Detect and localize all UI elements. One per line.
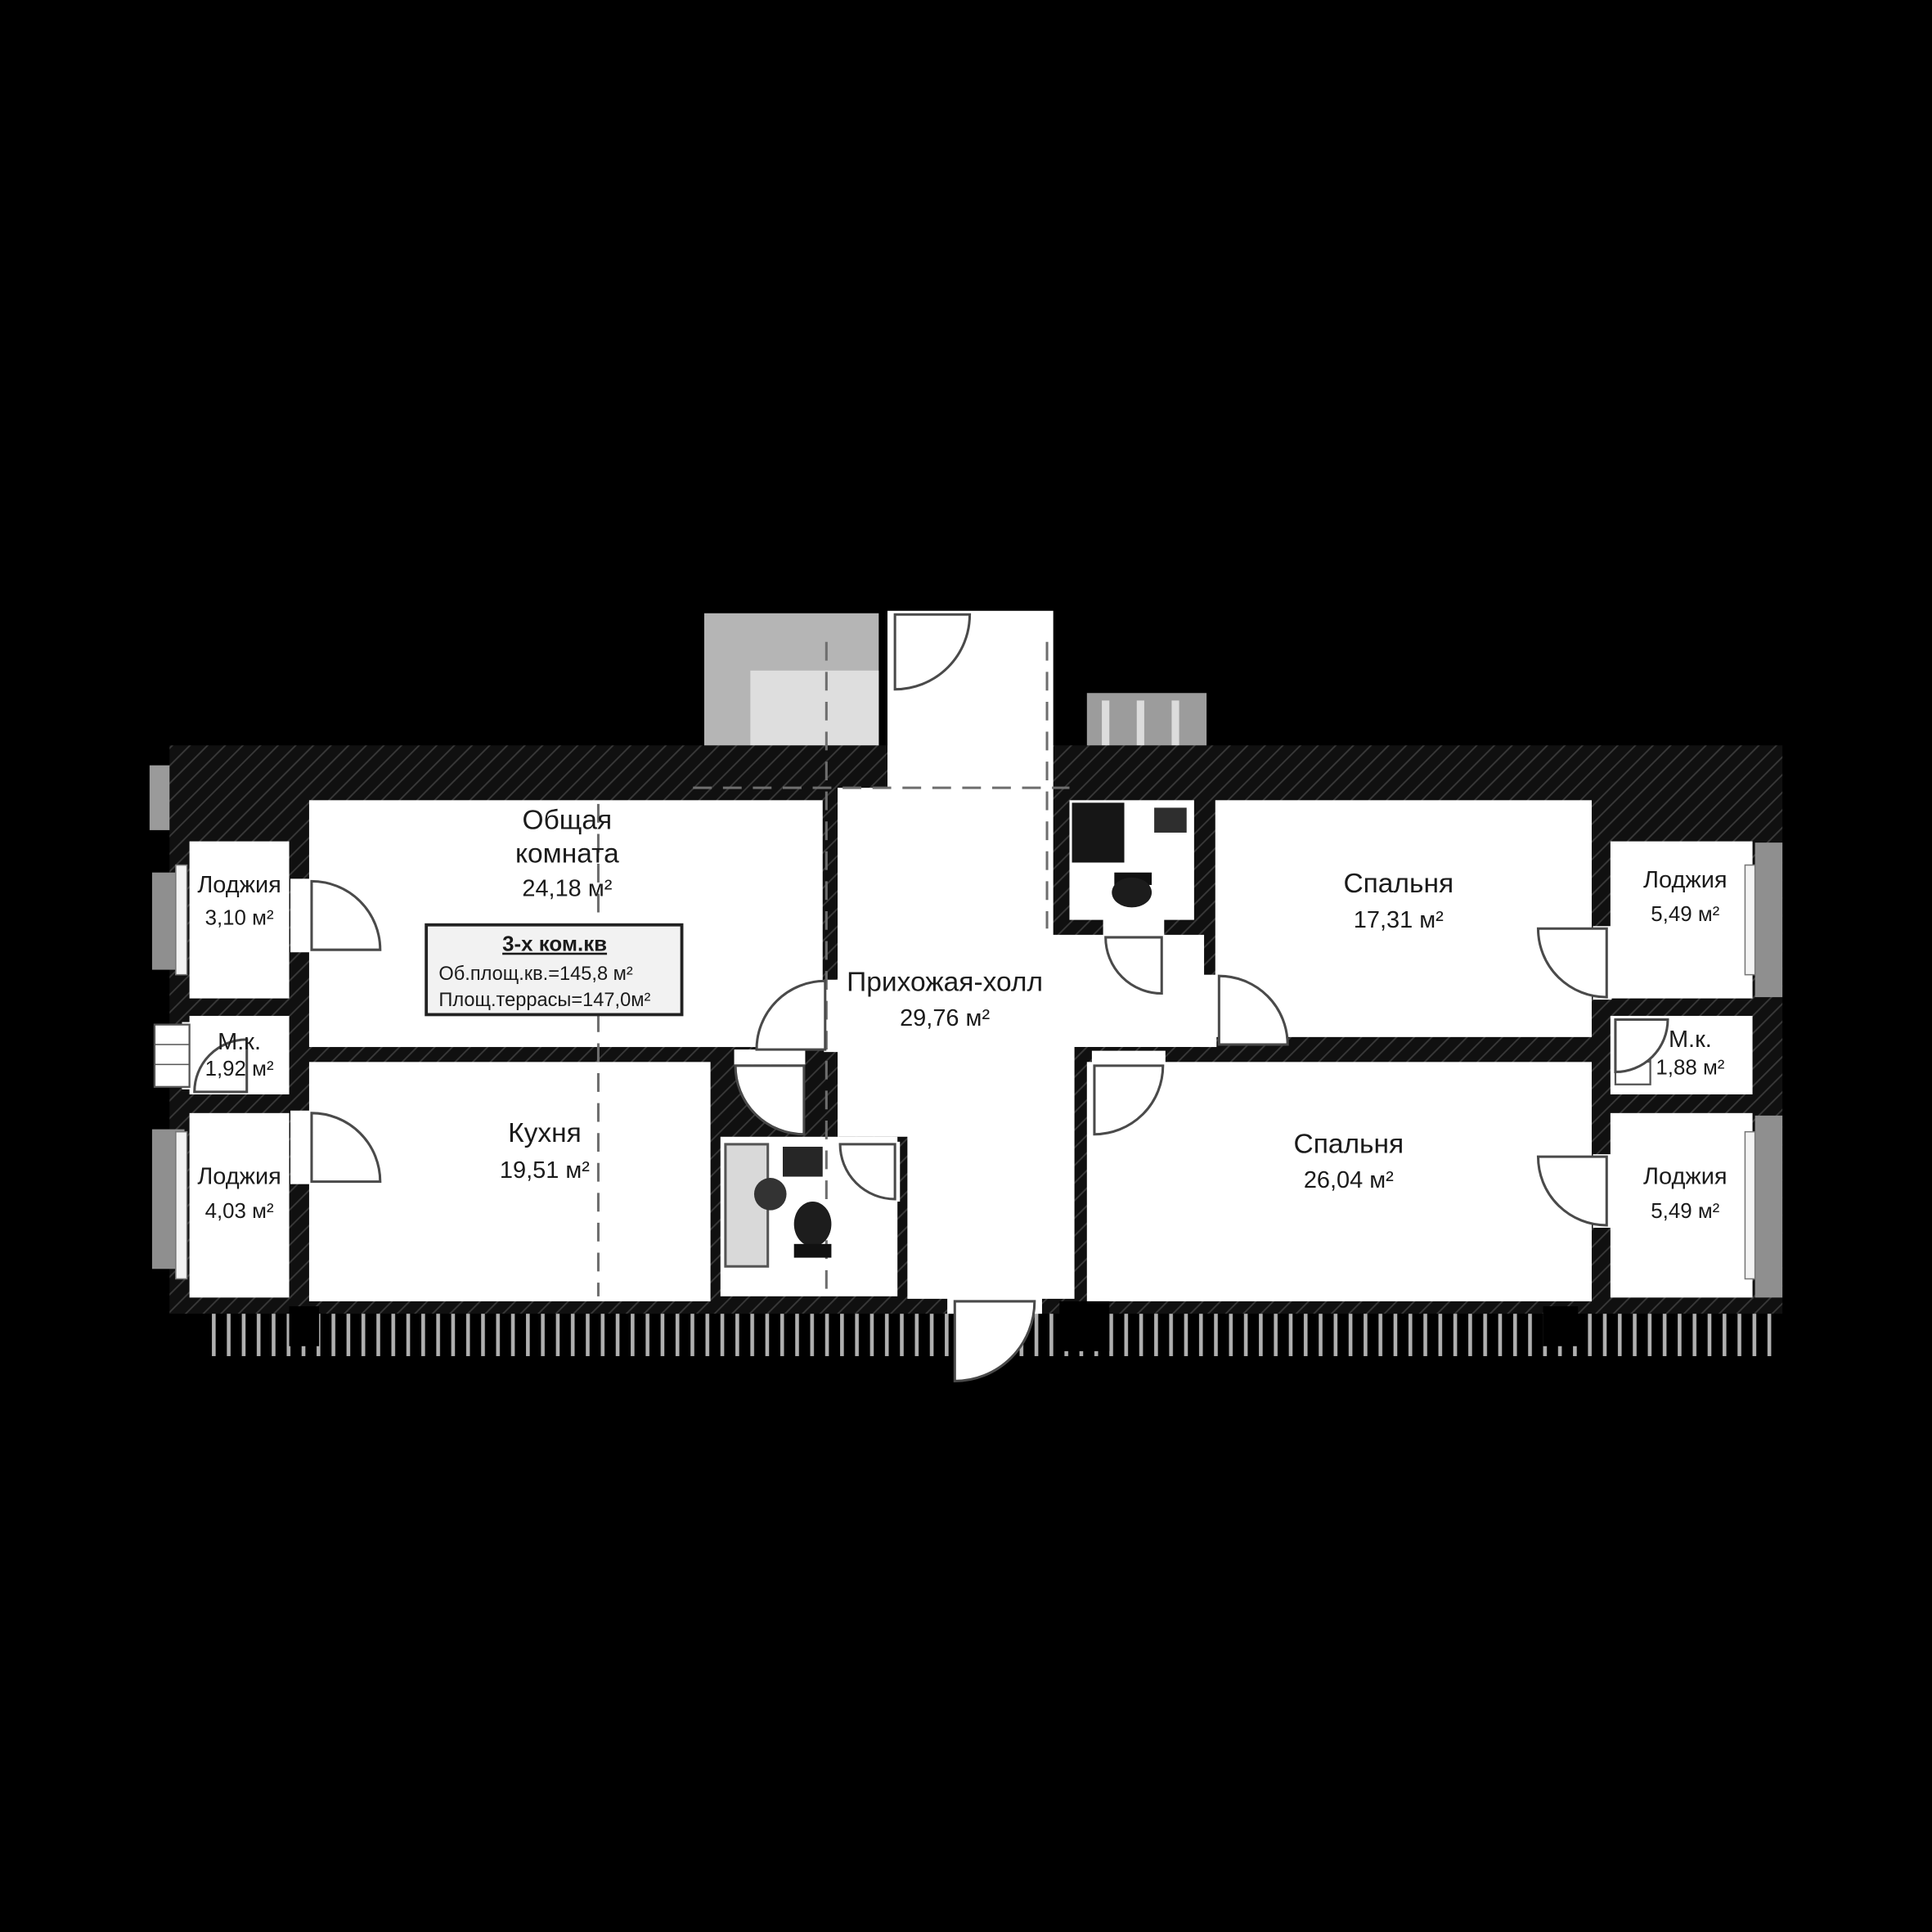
window bbox=[1744, 864, 1756, 976]
room-shape-hall bbox=[838, 610, 1205, 1299]
rooms-layer bbox=[189, 610, 1753, 1301]
room-area-bedroom-bottom-right: 26,04 м² bbox=[1304, 1167, 1394, 1193]
room-shape-loggia-bottom-right bbox=[1610, 1112, 1753, 1298]
room-label-kitchen: Кухня bbox=[508, 1118, 582, 1148]
room-label-storage-left: М.к. bbox=[218, 1029, 261, 1055]
room-shape-bedroom-bottom-right bbox=[1086, 1062, 1592, 1301]
door-opening bbox=[1103, 917, 1165, 939]
door-opening bbox=[1091, 1050, 1166, 1063]
room-shape-bedroom-top-right bbox=[1215, 800, 1592, 1037]
room-label-loggia-bottom-left: Лоджия bbox=[197, 1164, 281, 1190]
door-arc-bedroom-bottom-right bbox=[1093, 1064, 1165, 1136]
toilet-icon bbox=[1112, 877, 1152, 908]
room-label-loggia-top-right: Лоджия bbox=[1643, 867, 1728, 893]
stair-line bbox=[1171, 700, 1179, 783]
room-area-living: 24,18 м² bbox=[522, 876, 612, 902]
room-labels: Лоджия 3,10 м² Общая комната 24,18 м² М.… bbox=[197, 805, 1727, 1222]
door-arc-loggia-top-right bbox=[1536, 927, 1608, 999]
door-swings bbox=[193, 613, 1669, 1382]
post bbox=[289, 1306, 320, 1346]
room-label-loggia-bottom-right: Лоджия bbox=[1643, 1164, 1728, 1190]
stair-line bbox=[1102, 700, 1110, 783]
room-area-storage-left: 1,92 м² bbox=[205, 1058, 274, 1081]
room-shape-loggia-top-left bbox=[189, 841, 290, 999]
room-area-kitchen: 19,51 м² bbox=[500, 1157, 590, 1184]
hatch-box-icon bbox=[153, 1023, 191, 1088]
room-label-living-line2: комната bbox=[515, 839, 619, 869]
toilet-tank-icon bbox=[793, 1243, 832, 1258]
room-label-living-line1: Общая bbox=[523, 805, 613, 835]
door-arc-storage-left bbox=[193, 1038, 249, 1094]
window bbox=[1744, 1130, 1756, 1280]
room-area-bedroom-top-right: 17,31 м² bbox=[1354, 907, 1444, 933]
apartment-type-title: 3-х ком.кв bbox=[502, 933, 607, 956]
room-label-bedroom-bottom-right: Спальня bbox=[1293, 1130, 1404, 1160]
door-arc-bedroom-top-right bbox=[1217, 974, 1289, 1046]
right-edge-strip bbox=[1755, 1115, 1783, 1298]
room-label-bedroom-top-right: Спальня bbox=[1343, 869, 1453, 899]
door-arc-loggia-top-left bbox=[310, 879, 382, 951]
total-area-line: Об.площ.кв.=145,8 м² bbox=[438, 964, 632, 985]
room-area-loggia-bottom-left: 4,03 м² bbox=[205, 1200, 274, 1223]
door-arc-kitchen bbox=[734, 1064, 806, 1136]
room-shape-loggia-top-right bbox=[1610, 841, 1753, 999]
toilet-icon bbox=[793, 1202, 832, 1247]
info-box-frame bbox=[425, 923, 684, 1017]
drain-icon bbox=[753, 1178, 787, 1211]
door-arc-entrance bbox=[893, 613, 972, 691]
post bbox=[1543, 1306, 1579, 1346]
terrace-area-line: Площ.террасы=147,0м² bbox=[438, 990, 650, 1011]
room-area-loggia-top-right: 5,49 м² bbox=[1651, 903, 1719, 926]
room-label-storage-right: М.к. bbox=[1669, 1027, 1712, 1053]
door-arc-terrace bbox=[953, 1300, 1036, 1382]
door-arc-loggia-bottom-right bbox=[1536, 1155, 1608, 1227]
room-area-hall: 29,76 м² bbox=[900, 1005, 990, 1031]
room-area-loggia-bottom-right: 5,49 м² bbox=[1651, 1200, 1719, 1223]
right-edge-strip bbox=[1755, 842, 1783, 998]
door-opening bbox=[734, 1049, 806, 1065]
window bbox=[175, 864, 188, 976]
sink-icon bbox=[782, 1146, 823, 1177]
door-opening bbox=[290, 878, 311, 953]
room-area-loggia-top-left: 3,10 м² bbox=[205, 907, 274, 930]
surroundings bbox=[149, 613, 1207, 830]
door-arc-bathroom-top bbox=[1104, 936, 1163, 995]
door-arc-living bbox=[755, 979, 827, 1051]
bathtub-icon bbox=[724, 1143, 770, 1268]
fixtures-bathroom-top bbox=[1072, 802, 1187, 908]
room-area-storage-right: 1,88 м² bbox=[1656, 1057, 1724, 1080]
sink-icon bbox=[1154, 807, 1187, 833]
door-arc-bathroom-bottom bbox=[838, 1143, 896, 1201]
shower-icon bbox=[1072, 802, 1125, 863]
door-opening bbox=[290, 1110, 311, 1184]
post bbox=[1059, 1301, 1110, 1351]
stair-line bbox=[1136, 700, 1144, 783]
room-label-hall: Прихожая-холл bbox=[847, 967, 1043, 997]
door-arc-storage-right bbox=[1614, 1018, 1669, 1074]
room-label-loggia-top-left: Лоджия bbox=[197, 872, 281, 898]
room-shape-loggia-bottom-left bbox=[189, 1112, 290, 1298]
door-arc-loggia-bottom-left bbox=[310, 1112, 382, 1184]
windows bbox=[175, 864, 1756, 1280]
axis-dashed-lines bbox=[596, 641, 1070, 1296]
door-opening bbox=[1200, 974, 1217, 1048]
terrace-posts bbox=[289, 1301, 1579, 1351]
info-box: 3-х ком.кв Об.площ.кв.=145,8 м² Площ.тер… bbox=[425, 923, 684, 1017]
window bbox=[175, 1130, 188, 1280]
fixtures-bathroom-bottom bbox=[724, 1143, 832, 1268]
